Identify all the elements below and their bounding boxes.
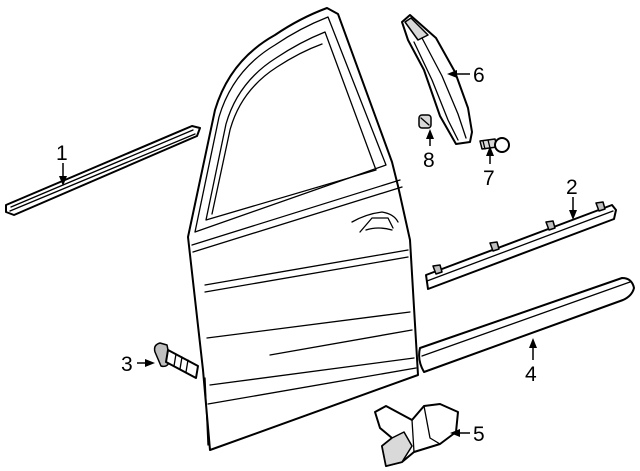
part-3-bolt: [153, 342, 199, 379]
callout-label-7: 7: [483, 167, 495, 190]
part-2-lower-molding: [425, 201, 617, 290]
callout-8: 8: [423, 129, 435, 172]
part-4-side-molding: [418, 277, 635, 373]
part-8-clip: [418, 114, 432, 129]
callout-label-3: 3: [121, 353, 133, 376]
part-7-screw: [479, 137, 510, 153]
callout-label-6: 6: [473, 64, 485, 87]
callout-5: 5: [450, 423, 485, 446]
part-1-belt-molding: [5, 125, 201, 216]
callout-label-4: 4: [525, 363, 537, 386]
callout-3: 3: [121, 353, 155, 376]
callout-label-1: 1: [56, 142, 68, 165]
callout-4: 4: [525, 338, 537, 386]
callout-label-8: 8: [423, 149, 435, 172]
callout-1: 1: [56, 142, 68, 186]
callout-2: 2: [566, 176, 578, 220]
callout-7: 7: [483, 146, 495, 190]
callout-label-5: 5: [473, 423, 485, 446]
callout-label-2: 2: [566, 176, 578, 199]
part-6-frame-trim: [401, 14, 473, 145]
door-shell: [187, 7, 419, 451]
callout-6: 6: [447, 64, 485, 87]
part-5-bracket: [374, 403, 459, 467]
